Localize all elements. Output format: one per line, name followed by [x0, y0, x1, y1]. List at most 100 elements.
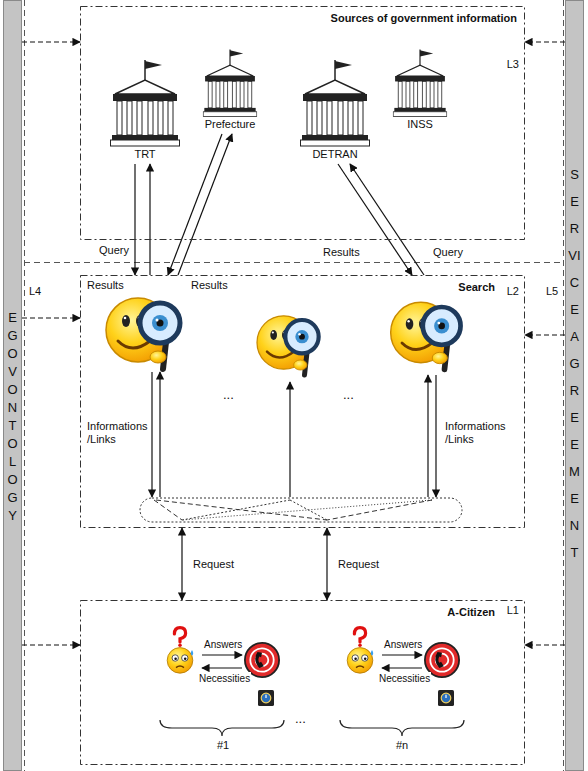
box-title: Sources of government information	[331, 12, 517, 25]
building-node: INSS	[383, 48, 457, 134]
drawing-use	[258, 690, 274, 706]
layer-band: L5SERVICE AGREEMENT	[565, 0, 584, 771]
edge-label: Request	[337, 558, 380, 571]
edge-label: Query	[98, 244, 130, 257]
building-icon	[385, 48, 455, 118]
box-title: Search	[458, 281, 495, 294]
connector	[22, 317, 80, 318]
connector	[178, 134, 232, 275]
layer-number: L3	[507, 58, 519, 71]
note-label: Informations /Links	[86, 420, 149, 446]
layer-number: L5	[546, 285, 558, 298]
building-icon	[300, 58, 370, 148]
building-drawing	[393, 50, 447, 117]
drawing-line	[182, 500, 290, 520]
layer-box: A-Citizen L1	[80, 600, 525, 765]
drawing-line	[151, 372, 152, 497]
note-label: #n	[395, 739, 409, 752]
band-title: SERVICE AGREEMENT	[568, 161, 581, 566]
drawing-line	[24, 0, 25, 771]
building-drawing	[203, 50, 257, 117]
drawing-line	[154, 500, 182, 520]
drawing-line	[202, 654, 242, 655]
edge-label: Results	[190, 279, 229, 292]
box-border	[81, 601, 525, 765]
note-label: ...	[342, 388, 355, 401]
connector	[326, 528, 327, 600]
building-drawing	[301, 60, 370, 146]
drawing-use	[167, 628, 193, 674]
edge-label: Query	[432, 246, 464, 259]
drawing-path	[340, 720, 464, 736]
edge-label: Results	[86, 279, 125, 292]
drawing-line	[289, 382, 290, 497]
building-label: Prefecture	[193, 118, 267, 134]
layer-number: L1	[507, 604, 519, 617]
connector	[149, 164, 150, 275]
building-node: Prefecture	[193, 48, 267, 134]
drawing-rect	[140, 498, 462, 522]
connector	[134, 164, 135, 275]
building-label: INSS	[383, 118, 457, 134]
drawing-line	[563, 0, 564, 771]
drawing-line	[202, 667, 242, 668]
connector	[525, 644, 565, 645]
drawing-line	[435, 375, 436, 497]
layer-number: L4	[29, 285, 41, 298]
drawing-line	[182, 500, 432, 520]
agent-arrows	[152, 372, 436, 497]
drawing-path	[160, 720, 284, 736]
citizen-arrows	[202, 655, 422, 668]
drawing-use	[257, 316, 319, 375]
building-node: DETRAN	[298, 58, 372, 164]
drawing-line	[427, 375, 428, 497]
note-label: Necessities	[378, 672, 431, 685]
note-label: Necessities	[198, 672, 251, 685]
note-label: ...	[294, 712, 307, 725]
box-outline	[80, 600, 525, 765]
drawing-line	[156, 500, 327, 520]
box-title: A-Citizen	[447, 606, 495, 619]
building-label: DETRAN	[298, 148, 372, 164]
drawing-line	[327, 500, 432, 520]
drawing-use	[438, 690, 454, 706]
drawing-use	[347, 628, 373, 674]
building-node: TRT	[108, 58, 182, 164]
note-label: Answers	[383, 638, 423, 651]
note-label: Informations /Links	[444, 420, 507, 446]
connector	[350, 164, 424, 275]
connector	[525, 334, 565, 335]
group-braces	[160, 720, 464, 736]
note-label: #1	[216, 739, 230, 752]
layer-box: Sources of government informationL3 TRT Pr…	[80, 6, 525, 240]
layer-band: L4EGOV ONTOLOGY	[3, 0, 22, 771]
note-label: ...	[222, 388, 235, 401]
connector	[22, 644, 80, 645]
box-border	[81, 7, 525, 240]
edge-label: Results	[322, 246, 361, 259]
drawing-line	[382, 667, 422, 668]
building-icon	[110, 58, 180, 148]
drawing-line	[382, 654, 422, 655]
box-outline	[80, 275, 525, 528]
box-border	[81, 276, 525, 528]
request-bus	[140, 498, 462, 522]
citizens	[167, 628, 459, 706]
building-icon	[195, 48, 265, 118]
box-outline	[80, 6, 525, 240]
connector	[22, 41, 80, 42]
frame-lines	[24, 0, 564, 771]
connector	[168, 134, 222, 275]
layer-number: L2	[507, 285, 519, 298]
search-agents	[106, 298, 461, 375]
drawing-line	[24, 262, 563, 263]
note-label: Answers	[203, 638, 243, 651]
layer-box: Search L2	[80, 275, 525, 528]
drawing-line	[159, 372, 160, 497]
connector	[181, 528, 182, 600]
edge-label: Request	[192, 558, 235, 571]
drawing-use	[106, 298, 180, 369]
